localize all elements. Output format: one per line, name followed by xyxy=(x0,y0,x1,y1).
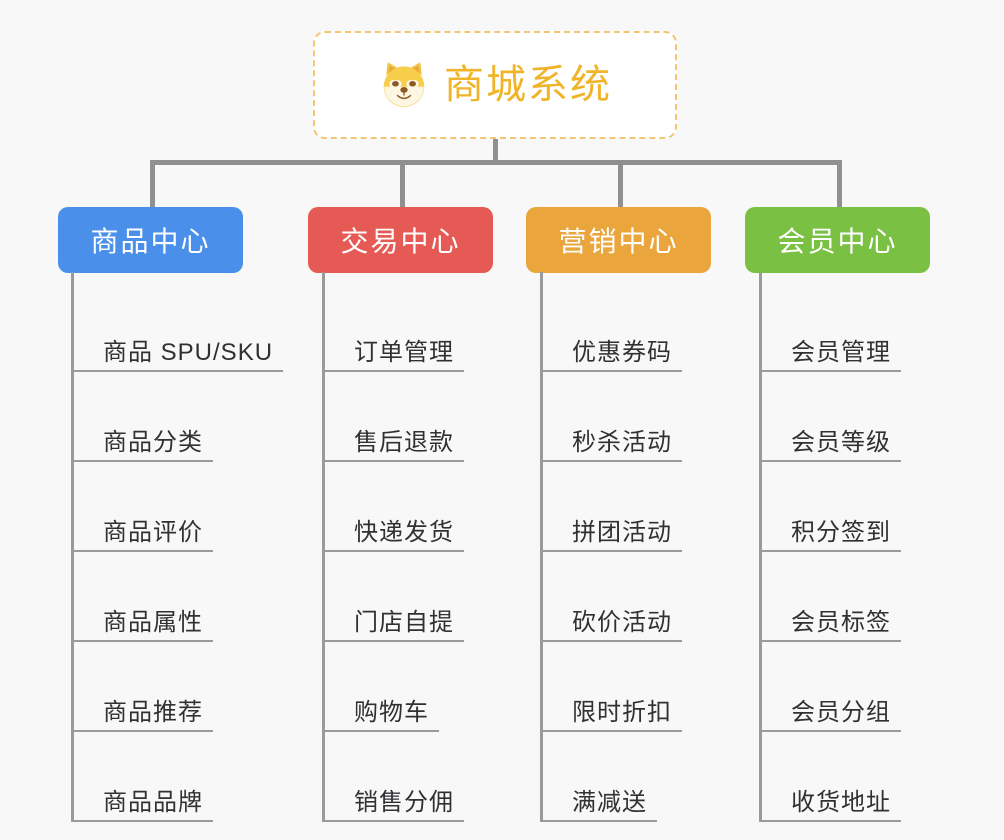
root-node[interactable]: 商城系统 xyxy=(313,31,677,139)
leaf-item[interactable]: 优惠券码 xyxy=(540,282,682,372)
leaf-item-label: 快递发货 xyxy=(354,518,454,546)
category-label: 营销中心 xyxy=(558,226,679,257)
leaf-item[interactable]: 满减送 xyxy=(540,732,657,822)
category-box-product[interactable]: 商品中心 xyxy=(58,207,243,273)
leaf-item[interactable]: 商品品牌 xyxy=(71,732,213,822)
leaf-item[interactable]: 拼团活动 xyxy=(540,462,682,552)
category-label: 会员中心 xyxy=(777,226,898,257)
leaf-item-label: 会员标签 xyxy=(791,608,891,636)
leaf-item-label: 购物车 xyxy=(354,698,429,726)
leaf-item-label: 会员等级 xyxy=(791,428,891,456)
leaf-item[interactable]: 商品分类 xyxy=(71,372,213,462)
leaf-item-label: 会员管理 xyxy=(791,338,891,366)
category-box-member[interactable]: 会员中心 xyxy=(745,207,930,273)
leaf-item[interactable]: 商品 SPU/SKU xyxy=(71,282,284,372)
leaf-item[interactable]: 会员管理 xyxy=(759,282,901,372)
leaf-item-label: 销售分佣 xyxy=(354,788,454,816)
leaf-item-label: 订单管理 xyxy=(354,338,454,366)
category-label: 商品中心 xyxy=(90,226,211,257)
leaf-item-label: 门店自提 xyxy=(354,608,454,636)
leaf-item[interactable]: 秒杀活动 xyxy=(540,372,682,462)
branch-bus-line xyxy=(150,160,842,165)
leaf-item-label: 积分签到 xyxy=(791,518,891,546)
leaf-item-label: 商品属性 xyxy=(103,608,203,636)
leaf-item[interactable]: 会员等级 xyxy=(759,372,901,462)
leaf-item-label: 收货地址 xyxy=(791,788,891,816)
leaf-trunk-line xyxy=(322,272,325,822)
leaf-item[interactable]: 会员标签 xyxy=(759,552,901,642)
branch-drop-line-1 xyxy=(150,160,155,208)
leaf-item-label: 拼团活动 xyxy=(572,518,672,546)
leaf-trunk-line xyxy=(540,272,543,822)
leaf-item-label: 满减送 xyxy=(572,788,647,816)
leaf-item[interactable]: 砍价活动 xyxy=(540,552,682,642)
category-label: 交易中心 xyxy=(340,226,461,257)
branch-drop-line-2 xyxy=(400,160,405,208)
leaf-trunk-line xyxy=(759,272,762,822)
leaf-item-label: 商品品牌 xyxy=(103,788,203,816)
leaf-item-label: 商品评价 xyxy=(103,518,203,546)
root-title: 商城系统 xyxy=(444,63,612,107)
category-box-marketing[interactable]: 营销中心 xyxy=(526,207,711,273)
leaf-item[interactable]: 收货地址 xyxy=(759,732,901,822)
branch-drop-line-3 xyxy=(618,160,623,208)
leaf-item-label: 砍价活动 xyxy=(572,608,672,636)
branch-drop-line-4 xyxy=(837,160,842,208)
leaf-item-label: 会员分组 xyxy=(791,698,891,726)
leaf-item[interactable]: 门店自提 xyxy=(322,552,464,642)
leaf-item-label: 商品 SPU/SKU xyxy=(103,338,274,366)
leaf-item[interactable]: 限时折扣 xyxy=(540,642,682,732)
leaf-item[interactable]: 快递发货 xyxy=(322,462,464,552)
category-box-trade[interactable]: 交易中心 xyxy=(308,207,493,273)
leaf-item-label: 限时折扣 xyxy=(572,698,672,726)
leaf-item[interactable]: 商品推荐 xyxy=(71,642,213,732)
leaf-item[interactable]: 售后退款 xyxy=(322,372,464,462)
leaf-trunk-line xyxy=(71,272,74,822)
leaf-item-label: 秒杀活动 xyxy=(572,428,672,456)
leaf-item[interactable]: 购物车 xyxy=(322,642,439,732)
root-stem-line xyxy=(493,139,498,164)
leaf-item-label: 商品分类 xyxy=(103,428,203,456)
leaf-item-label: 售后退款 xyxy=(354,428,454,456)
leaf-item[interactable]: 商品评价 xyxy=(71,462,213,552)
leaf-item[interactable]: 会员分组 xyxy=(759,642,901,732)
leaf-item[interactable]: 商品属性 xyxy=(71,552,213,642)
leaf-item[interactable]: 销售分佣 xyxy=(322,732,464,822)
leaf-item[interactable]: 订单管理 xyxy=(322,282,464,372)
leaf-item[interactable]: 积分签到 xyxy=(759,462,901,552)
leaf-item-label: 商品推荐 xyxy=(103,698,203,726)
leaf-item-label: 优惠券码 xyxy=(572,338,672,366)
shiba-dog-face-icon xyxy=(378,59,430,111)
